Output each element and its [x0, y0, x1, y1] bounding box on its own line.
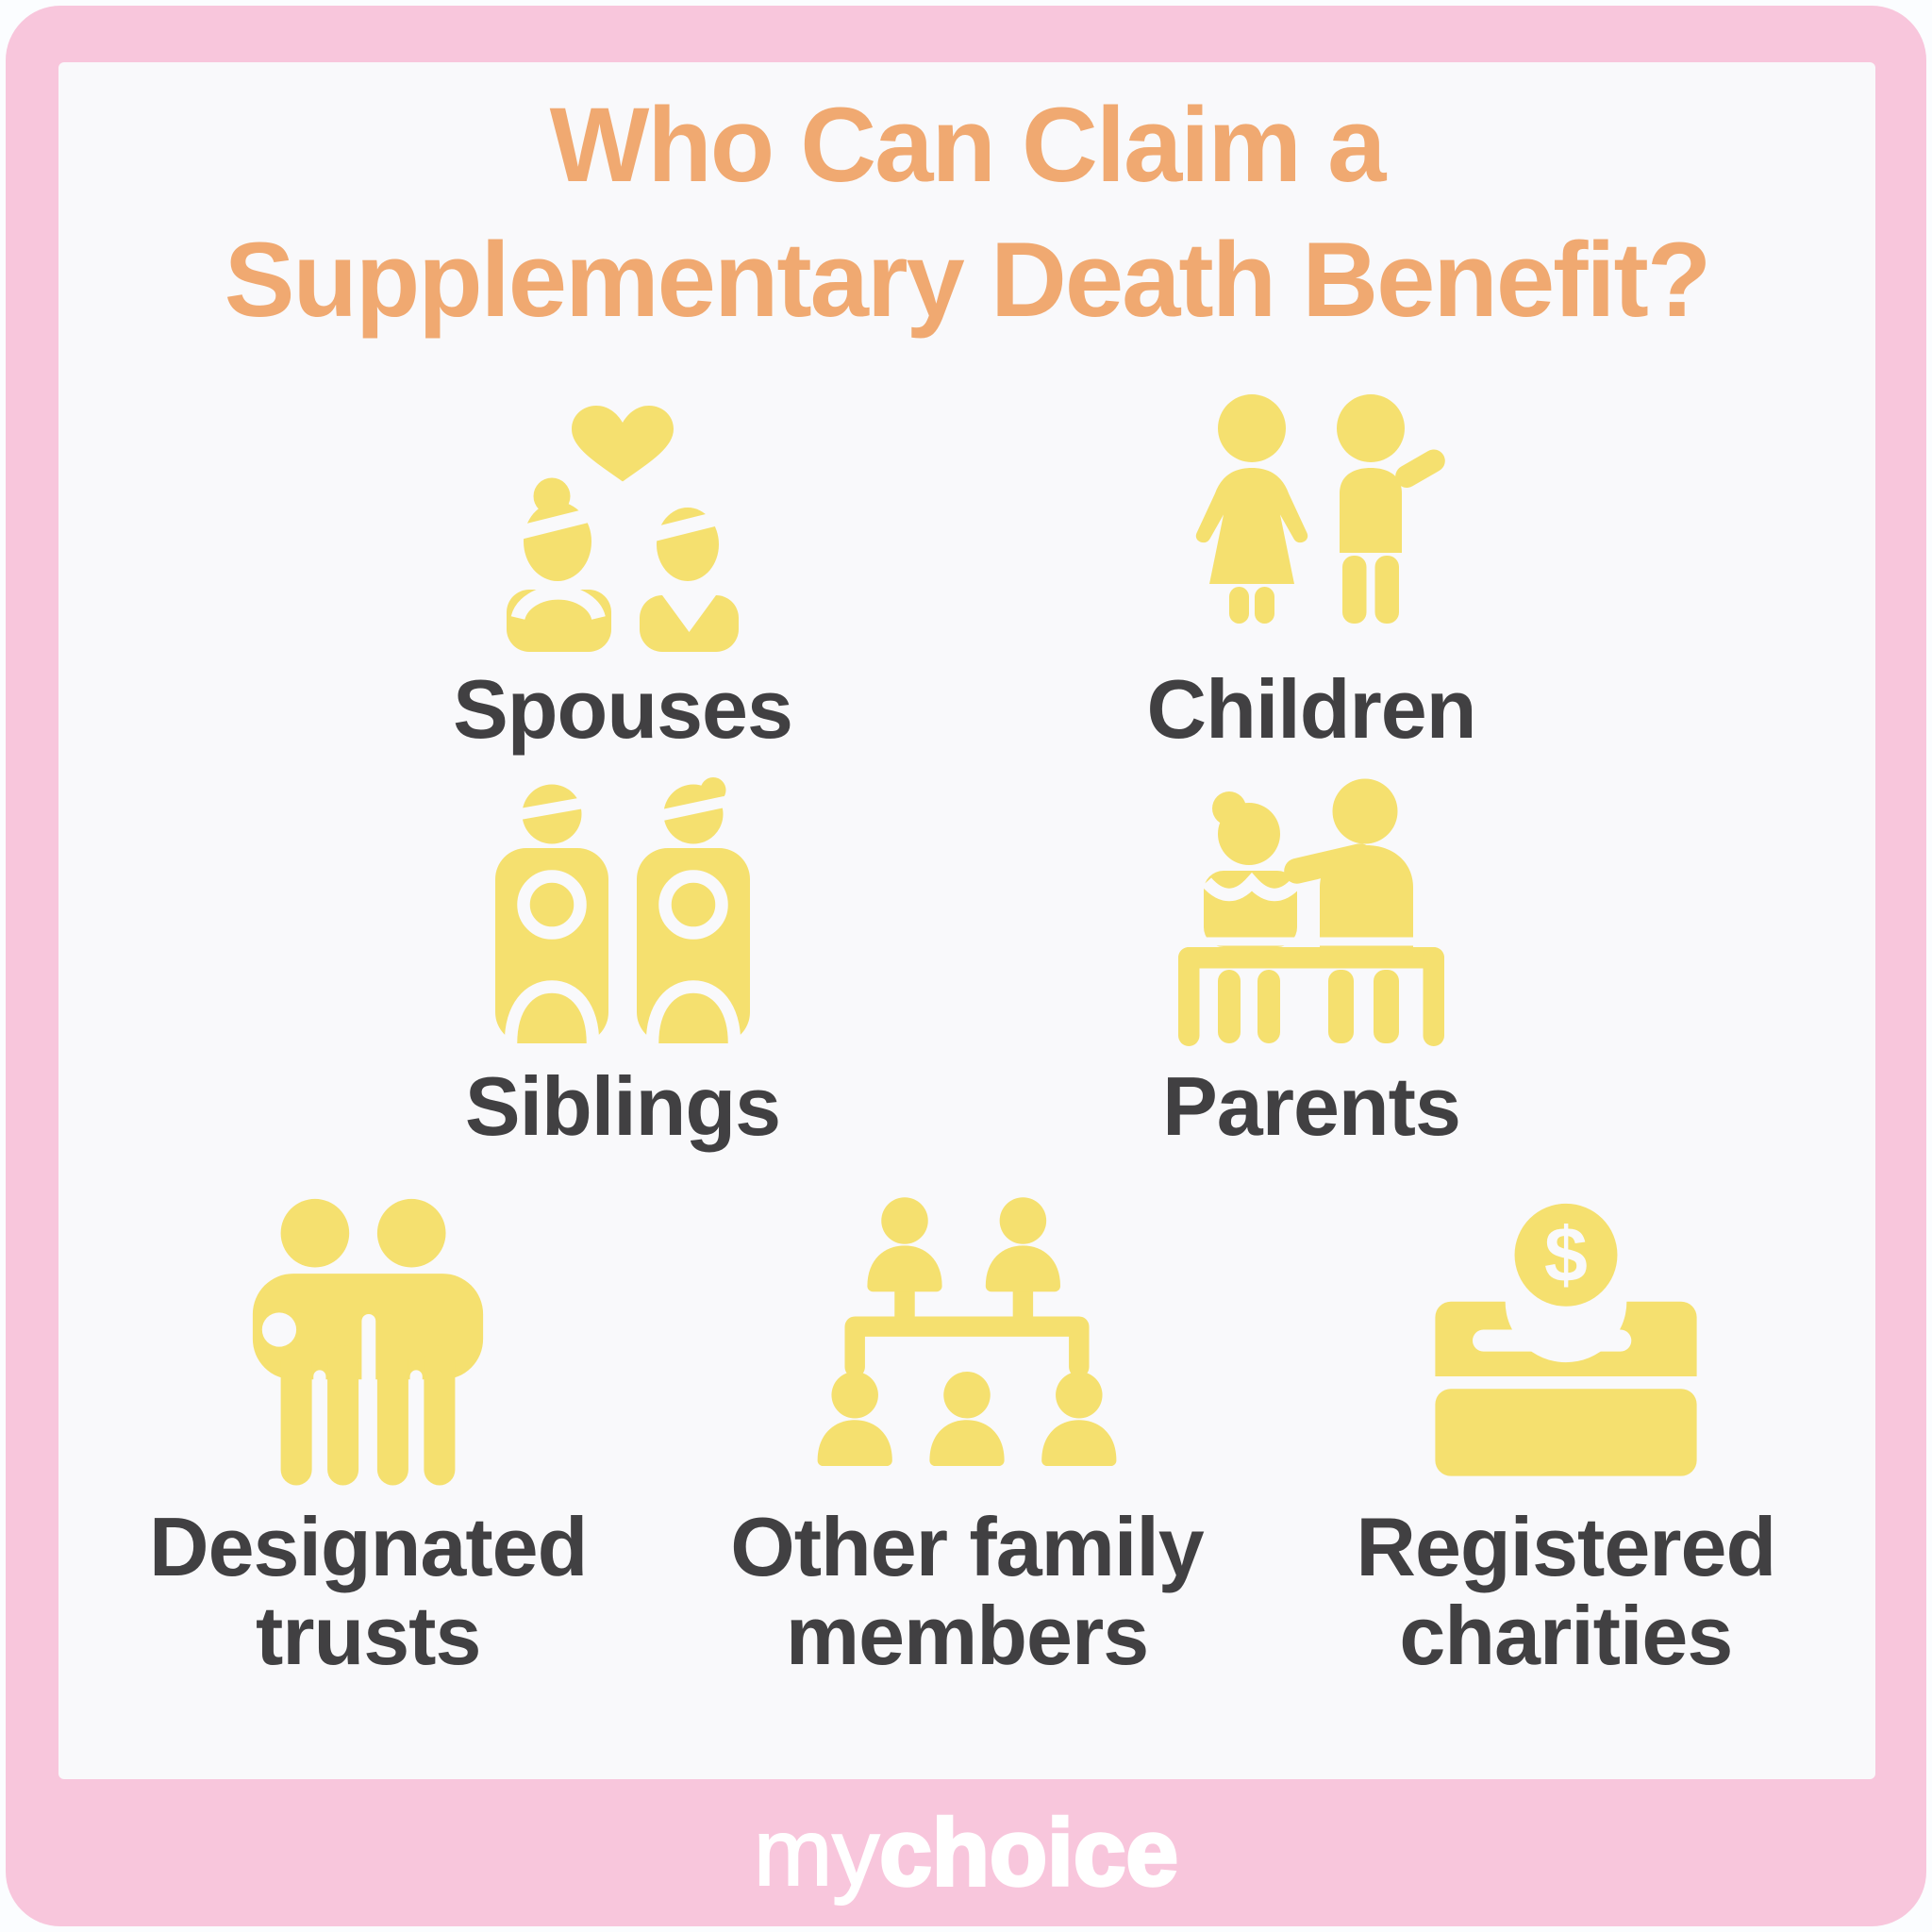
- dollar-sign: $: [1544, 1212, 1588, 1299]
- category-parents: Parents: [967, 777, 1656, 1150]
- siblings-icon: [495, 776, 750, 1044]
- title-line-2: Supplementary Death Benefit?: [224, 221, 1712, 340]
- category-registered-charities: $ Registered charities: [1278, 1190, 1854, 1679]
- brand-footer: mychoice: [6, 1779, 1926, 1926]
- category-label: Spouses: [453, 661, 793, 756]
- category-children: Children: [967, 380, 1656, 753]
- category-label: Children: [1146, 661, 1477, 756]
- category-label: Parents: [1162, 1058, 1461, 1153]
- logo-part-choice: choice: [878, 1800, 1180, 1906]
- other-family-members-icon: [817, 1197, 1117, 1467]
- page-title: Who Can Claim a Supplementary Death Bene…: [224, 77, 1712, 348]
- pink-frame: Who Can Claim a Supplementary Death Bene…: [6, 6, 1926, 1926]
- designated-trusts-icon: [253, 1199, 484, 1490]
- category-label: Siblings: [464, 1058, 781, 1153]
- category-label: Registered charities: [1356, 1500, 1776, 1682]
- category-row-2: Siblings: [278, 776, 1656, 1153]
- registered-charities-icon: $: [1435, 1204, 1697, 1476]
- spouses-icon: [507, 405, 739, 652]
- title-line-1: Who Can Claim a: [549, 86, 1387, 204]
- category-label: Other family members: [730, 1500, 1204, 1682]
- category-siblings: Siblings: [278, 776, 967, 1153]
- category-row-3: Designated trusts: [80, 1190, 1854, 1679]
- content-card: Who Can Claim a Supplementary Death Bene…: [58, 62, 1875, 1779]
- category-other-family-members: Other family members: [656, 1190, 1277, 1679]
- mychoice-logo: mychoice: [753, 1804, 1180, 1902]
- parents-icon: [1178, 778, 1444, 1046]
- category-spouses: Spouses: [278, 380, 967, 753]
- children-icon: [1195, 393, 1445, 624]
- category-label: Designated trusts: [149, 1500, 588, 1682]
- category-designated-trusts: Designated trusts: [80, 1190, 656, 1679]
- logo-part-my: my: [753, 1800, 880, 1906]
- category-row-1: Spouses Children: [278, 380, 1656, 753]
